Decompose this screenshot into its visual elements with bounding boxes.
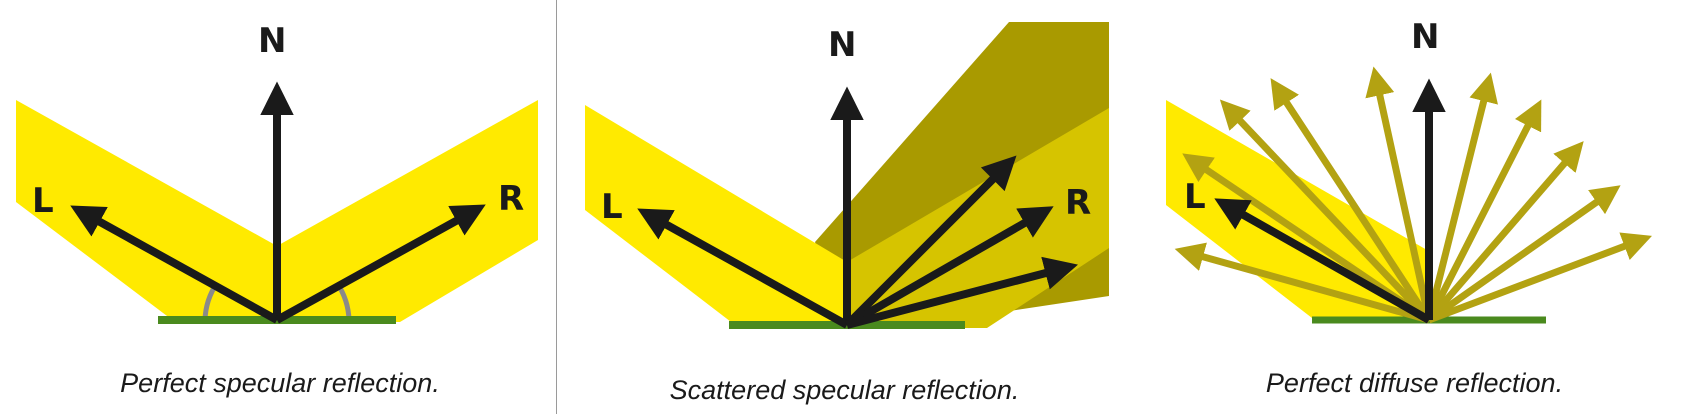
diffuse-ray-arrow-9 — [1426, 185, 1621, 323]
incident-light-beam — [1166, 100, 1436, 318]
diffuse-ray-arrow-8 — [1426, 141, 1584, 323]
panel-scattered-specular: N L R Scattered specular reflection. — [557, 0, 1132, 414]
reflection-label: R — [498, 179, 524, 219]
diffuse-ray-arrow-1 — [1174, 242, 1430, 324]
normal-label: N — [258, 21, 286, 61]
reflection-label: R — [1065, 183, 1091, 223]
light-label: L — [601, 187, 623, 227]
panel-perfect-specular: N L R Perfect specular reflection. — [0, 0, 560, 414]
scatter-arrow-lower — [845, 256, 1079, 329]
light-direction-arrow — [1214, 198, 1431, 324]
diffuse-ray-arrow-6 — [1425, 72, 1498, 321]
perfect-specular-diagram: N L R — [16, 21, 538, 324]
reflection-arrow — [275, 204, 486, 324]
reflection-arrow — [845, 206, 1054, 329]
caption-perfect-specular: Perfect specular reflection. — [120, 368, 440, 398]
diffuse-ray-arrow-4 — [1270, 78, 1432, 322]
light-label: L — [32, 181, 54, 221]
scattered-specular-diagram: N L R — [585, 22, 1109, 329]
light-direction-arrow — [70, 205, 279, 324]
normal-label: N — [1411, 17, 1439, 57]
perfect-diffuse-diagram: N L — [1166, 17, 1653, 324]
incident-light-beam — [16, 100, 277, 322]
panel-divider-1 — [556, 0, 557, 414]
incident-light-beam — [585, 105, 847, 325]
diffuse-ray-arrow-7 — [1425, 99, 1542, 322]
caption-scattered-specular: Scattered specular reflection. — [669, 375, 1020, 405]
caption-perfect-diffuse: Perfect diffuse reflection. — [1265, 368, 1564, 398]
panel-perfect-diffuse: N L Perfect diffuse reflection. — [1136, 0, 1693, 414]
scatter-arrow-upper — [844, 155, 1017, 328]
diffuse-ray-arrow-10 — [1427, 232, 1653, 324]
diffuse-reflection-rays — [1174, 66, 1653, 324]
light-direction-arrow — [637, 208, 849, 329]
diffuse-ray-arrow-3 — [1219, 99, 1432, 323]
diffuse-ray-arrow-5 — [1365, 66, 1433, 321]
light-label: L — [1184, 177, 1206, 217]
reflected-light-beam — [277, 100, 538, 322]
normal-label: N — [828, 25, 856, 65]
